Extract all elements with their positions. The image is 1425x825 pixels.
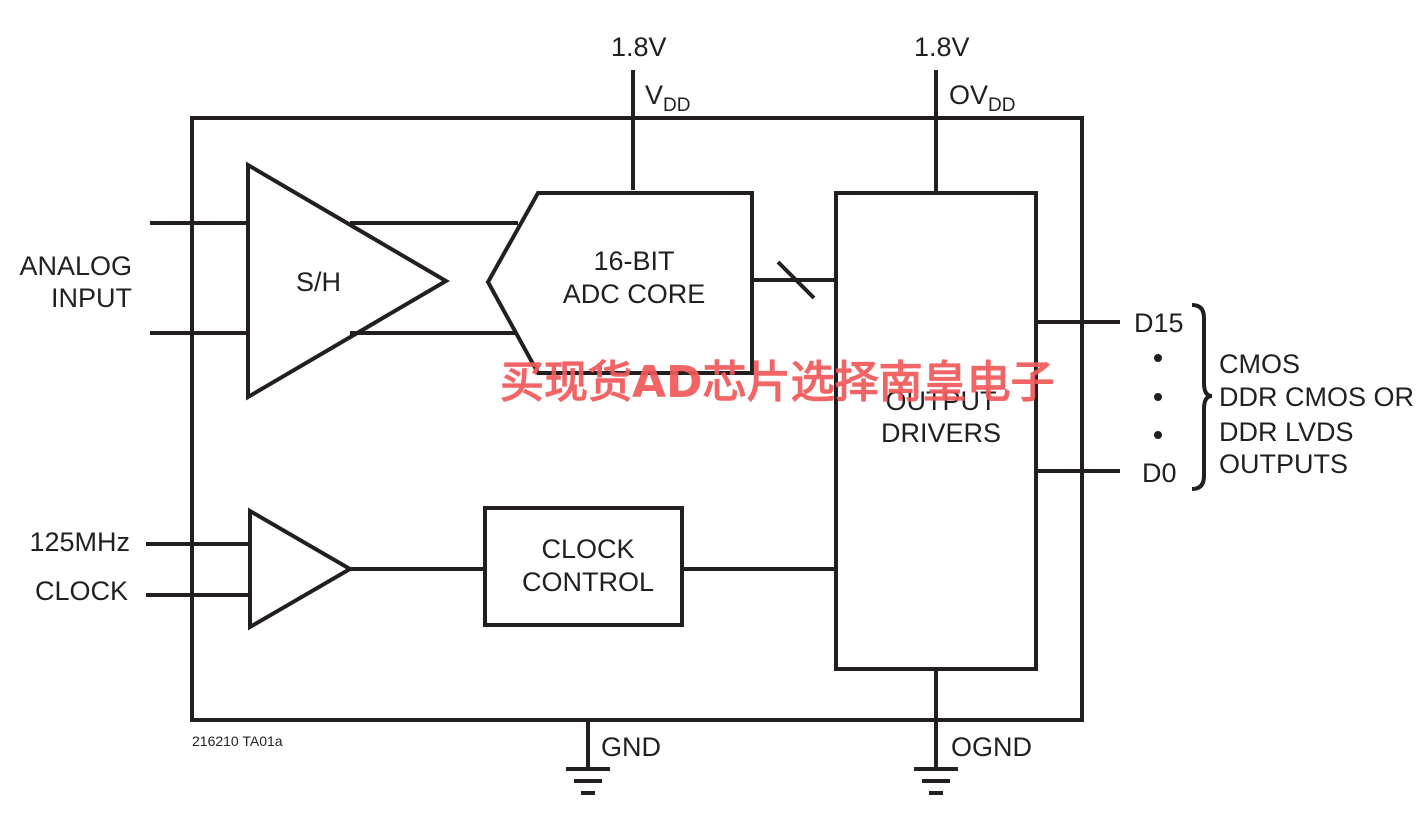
adc-core-label-line1: 16-BIT xyxy=(593,246,674,276)
d15-label: D15 xyxy=(1134,308,1184,338)
output-drivers-label-line2: DRIVERS xyxy=(881,418,1001,448)
ellipsis-dot-1 xyxy=(1154,354,1162,362)
analog-input-label-line1: ANALOG xyxy=(19,251,132,281)
ovdd-label: OVDD xyxy=(949,80,1015,116)
clock-control-block xyxy=(483,506,684,627)
clock-control-label-line2: CONTROL xyxy=(522,567,654,597)
analog-input-label-line2: INPUT xyxy=(51,283,132,313)
vdd-label: VDD xyxy=(645,80,690,116)
output-desc-line3: DDR LVDS xyxy=(1219,417,1354,447)
adc-core-block xyxy=(485,191,754,375)
output-drivers-label-line1: OUTPUT xyxy=(886,386,997,416)
ognd-label: OGND xyxy=(951,732,1032,762)
output-drivers-block xyxy=(834,191,1038,671)
watermark-text: 买现货AD芯片选择南皇电子 xyxy=(500,357,1055,408)
output-desc-line4: OUTPUTS xyxy=(1219,449,1348,479)
output-brace xyxy=(1191,303,1213,491)
clock-input-label: CLOCK xyxy=(35,576,128,606)
sample-hold-label: S/H xyxy=(296,267,341,297)
vdd-voltage-label: 1.8V xyxy=(611,32,667,62)
clock-freq-label: 125MHz xyxy=(29,527,130,557)
sample-hold-amplifier xyxy=(246,161,450,401)
clock-buffer xyxy=(248,507,354,631)
output-desc-line1: CMOS xyxy=(1219,349,1300,379)
d0-label: D0 xyxy=(1142,458,1177,488)
figure-code: 216210 TA01a xyxy=(192,733,283,749)
bus-slash-mark xyxy=(776,260,816,300)
ellipsis-dot-3 xyxy=(1154,431,1162,439)
chip-boundary xyxy=(190,116,1084,722)
gnd-label: GND xyxy=(601,732,661,762)
output-desc-line2: DDR CMOS OR xyxy=(1219,382,1414,412)
ovdd-voltage-label: 1.8V xyxy=(914,32,970,62)
clock-control-label-line1: CLOCK xyxy=(541,534,634,564)
adc-core-label-line2: ADC CORE xyxy=(563,279,706,309)
ellipsis-dot-2 xyxy=(1154,393,1162,401)
